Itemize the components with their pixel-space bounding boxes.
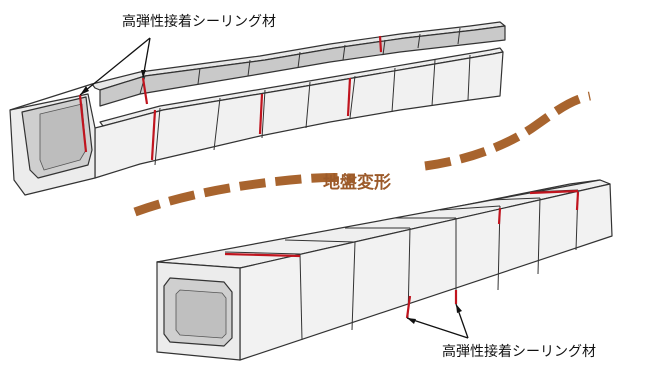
box-culvert-side-face	[239, 183, 613, 361]
box-culvert-sealant	[224, 189, 580, 319]
box-culvert-assembly	[156, 179, 613, 361]
ground-deformation-curve	[133, 91, 592, 217]
ground-deformation-label: 地盤変形	[323, 172, 391, 193]
sealant-label-bottom: 高弾性接着シーリング材	[442, 343, 596, 360]
u-channel-joints	[139, 27, 471, 166]
sealant-label-top: 高弾性接着シーリング材	[122, 13, 276, 30]
u-channel-assembly	[9, 21, 506, 196]
box-culvert-joints	[224, 189, 579, 341]
u-channel-front-face	[94, 51, 504, 179]
u-channel-inner-wall	[99, 25, 506, 107]
sealant-leader-bottom	[406, 303, 469, 339]
u-channel-sealant	[78, 35, 383, 161]
sealant-leader-top	[79, 37, 151, 96]
